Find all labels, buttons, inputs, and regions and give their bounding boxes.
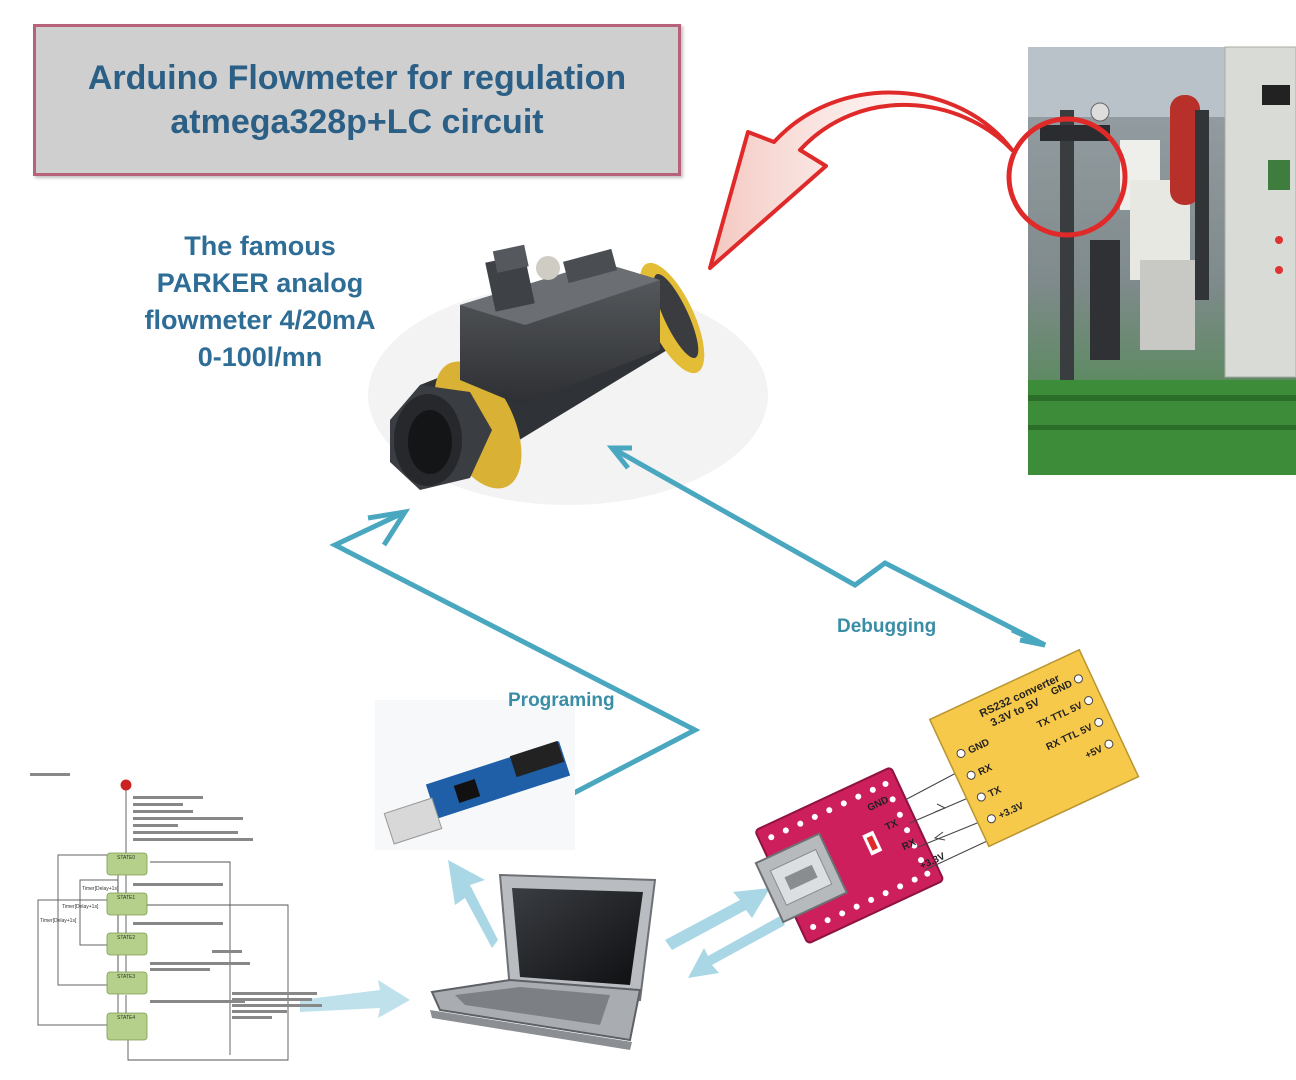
state-labels: STATE0 STATE1 STATE2 STATE3 STATE4 Timer…: [40, 855, 135, 1021]
programming-link: [329, 508, 701, 798]
timer-label: Timer[Delay+1s]: [40, 918, 77, 924]
double-arrow-icon: [665, 888, 770, 950]
state-label: STATE3: [117, 974, 135, 980]
flowmeter-device: [368, 244, 768, 505]
rs232-board: RS232 converter 3.3V to 5V GND RX TX +3.…: [928, 648, 1140, 848]
timer-label: Timer[Delay+1s]: [82, 886, 119, 892]
rs232-pin-left: RX: [977, 762, 995, 778]
curved-red-arrow-icon: [708, 90, 1014, 270]
debugging-link: [606, 445, 1047, 648]
light-arrow-to-programmer: [448, 860, 498, 948]
state-diagram-notes: [30, 773, 322, 1019]
state-boxes: [106, 852, 148, 1041]
state-label: STATE0: [117, 855, 135, 861]
usb-pin-label: TX: [884, 818, 901, 834]
usb-plug-icon: [383, 797, 443, 845]
usb-programmer: [375, 700, 575, 850]
desc-line-2: PARKER analog: [156, 268, 364, 298]
usb-serial-board: [754, 767, 944, 944]
debugging-label: Debugging: [837, 616, 937, 637]
usb-pin-label: RX: [901, 837, 919, 853]
title-line-1: Arduino Flowmeter for regulation: [87, 59, 627, 97]
state-diagram: [37, 779, 289, 1061]
rs232-pin-left: TX: [987, 784, 1004, 800]
state-label: STATE2: [117, 935, 135, 941]
double-arrow-icon-return: [688, 916, 785, 978]
highlight-circle: [1006, 116, 1128, 238]
title-line-2: atmega328p+LC circuit: [170, 103, 544, 141]
desc-line-4: 0-100l/mn: [197, 342, 323, 372]
state-label: STATE1: [117, 895, 135, 901]
flowmeter-description: The famous PARKER analog flowmeter 4/20m…: [100, 228, 420, 376]
desc-line-1: The famous: [184, 231, 336, 261]
desc-line-3: flowmeter 4/20mA: [144, 305, 376, 335]
timer-label: Timer[Delay+1s]: [62, 904, 99, 910]
machine-photo: [1028, 46, 1296, 475]
title-box: Arduino Flowmeter for regulation atmega3…: [33, 24, 681, 176]
state-label: STATE4: [117, 1015, 135, 1021]
programing-label: Programing: [508, 690, 615, 711]
laptop-icon: [430, 873, 657, 1050]
light-arrow-to-laptop: [300, 980, 410, 1018]
